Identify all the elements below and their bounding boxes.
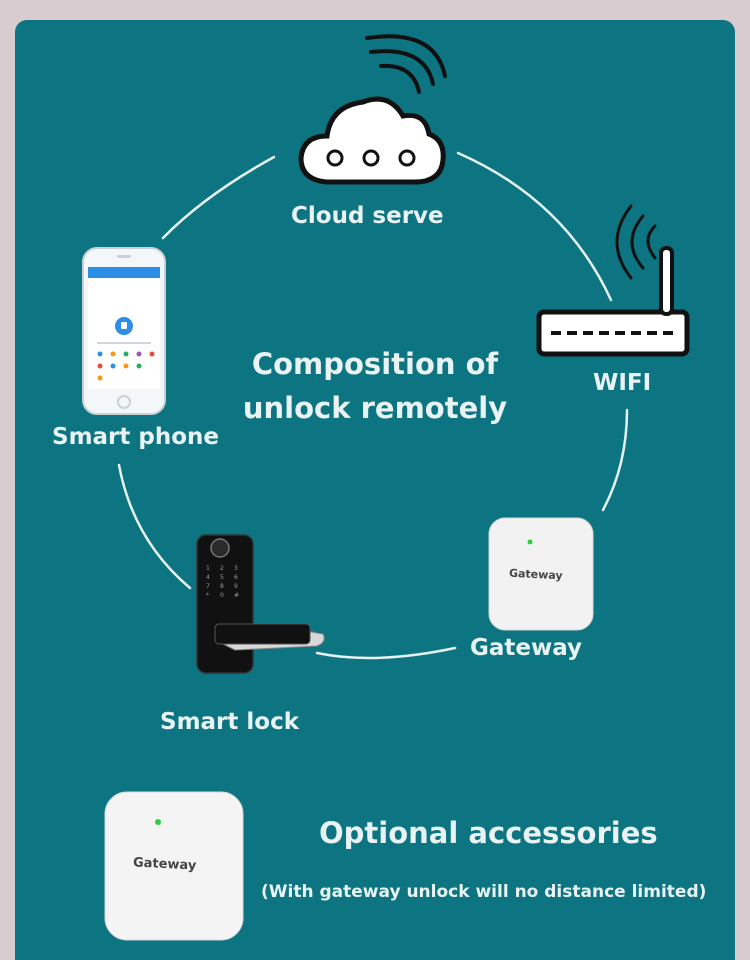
diagram-title-line2: unlock remotely — [242, 391, 508, 425]
accessories-note: (With gateway unlock will no distance li… — [261, 882, 707, 902]
diagram-title: Composition of unlock remotely — [225, 342, 525, 430]
arc-cloud-phone — [161, 155, 276, 240]
cloud-serve-label: Cloud serve — [291, 203, 444, 229]
key-4: 4 — [206, 574, 210, 581]
arc-gateway-lock — [315, 646, 457, 660]
arc-wifi-gateway — [601, 408, 629, 512]
key-1: 1 — [206, 565, 210, 572]
key-7: 7 — [206, 583, 210, 590]
smart-phone-label: Smart phone — [52, 424, 220, 450]
diagram-graphics — [82, 34, 690, 941]
key-3: 3 — [234, 565, 238, 572]
cloud-signal-icon — [365, 34, 447, 94]
smart-lock-icon — [196, 534, 325, 674]
diagram-title-line1: Composition of — [251, 347, 499, 381]
cloud-icon — [298, 96, 446, 185]
router-icon — [536, 246, 690, 357]
lock-keypad: 1 2 3 4 5 6 7 8 9 * 0 # — [206, 565, 246, 599]
smartphone-icon — [82, 247, 166, 415]
gateway-device-label: Gateway — [508, 566, 563, 583]
router-signal-icon — [615, 204, 657, 280]
key-hash: # — [234, 592, 240, 599]
main-panel: 1 2 3 4 5 6 7 8 9 * 0 # Gateway Gateway … — [15, 20, 735, 960]
wifi-label: WIFI — [593, 370, 652, 396]
accessories-title: Optional accessories — [319, 816, 658, 850]
key-6: 6 — [234, 574, 238, 581]
key-5: 5 — [220, 574, 224, 581]
key-star: * — [206, 592, 209, 599]
key-9: 9 — [234, 583, 238, 590]
key-2: 2 — [220, 565, 224, 572]
arc-cloud-wifi — [456, 151, 613, 302]
arc-phone-lock — [117, 463, 192, 590]
gateway-device-icon — [488, 517, 594, 631]
connection-ring — [117, 151, 629, 660]
smart-lock-label: Smart lock — [160, 709, 300, 735]
gateway-large-icon — [104, 791, 244, 941]
key-0: 0 — [220, 592, 224, 599]
key-8: 8 — [220, 583, 224, 590]
gateway-label: Gateway — [470, 635, 583, 661]
